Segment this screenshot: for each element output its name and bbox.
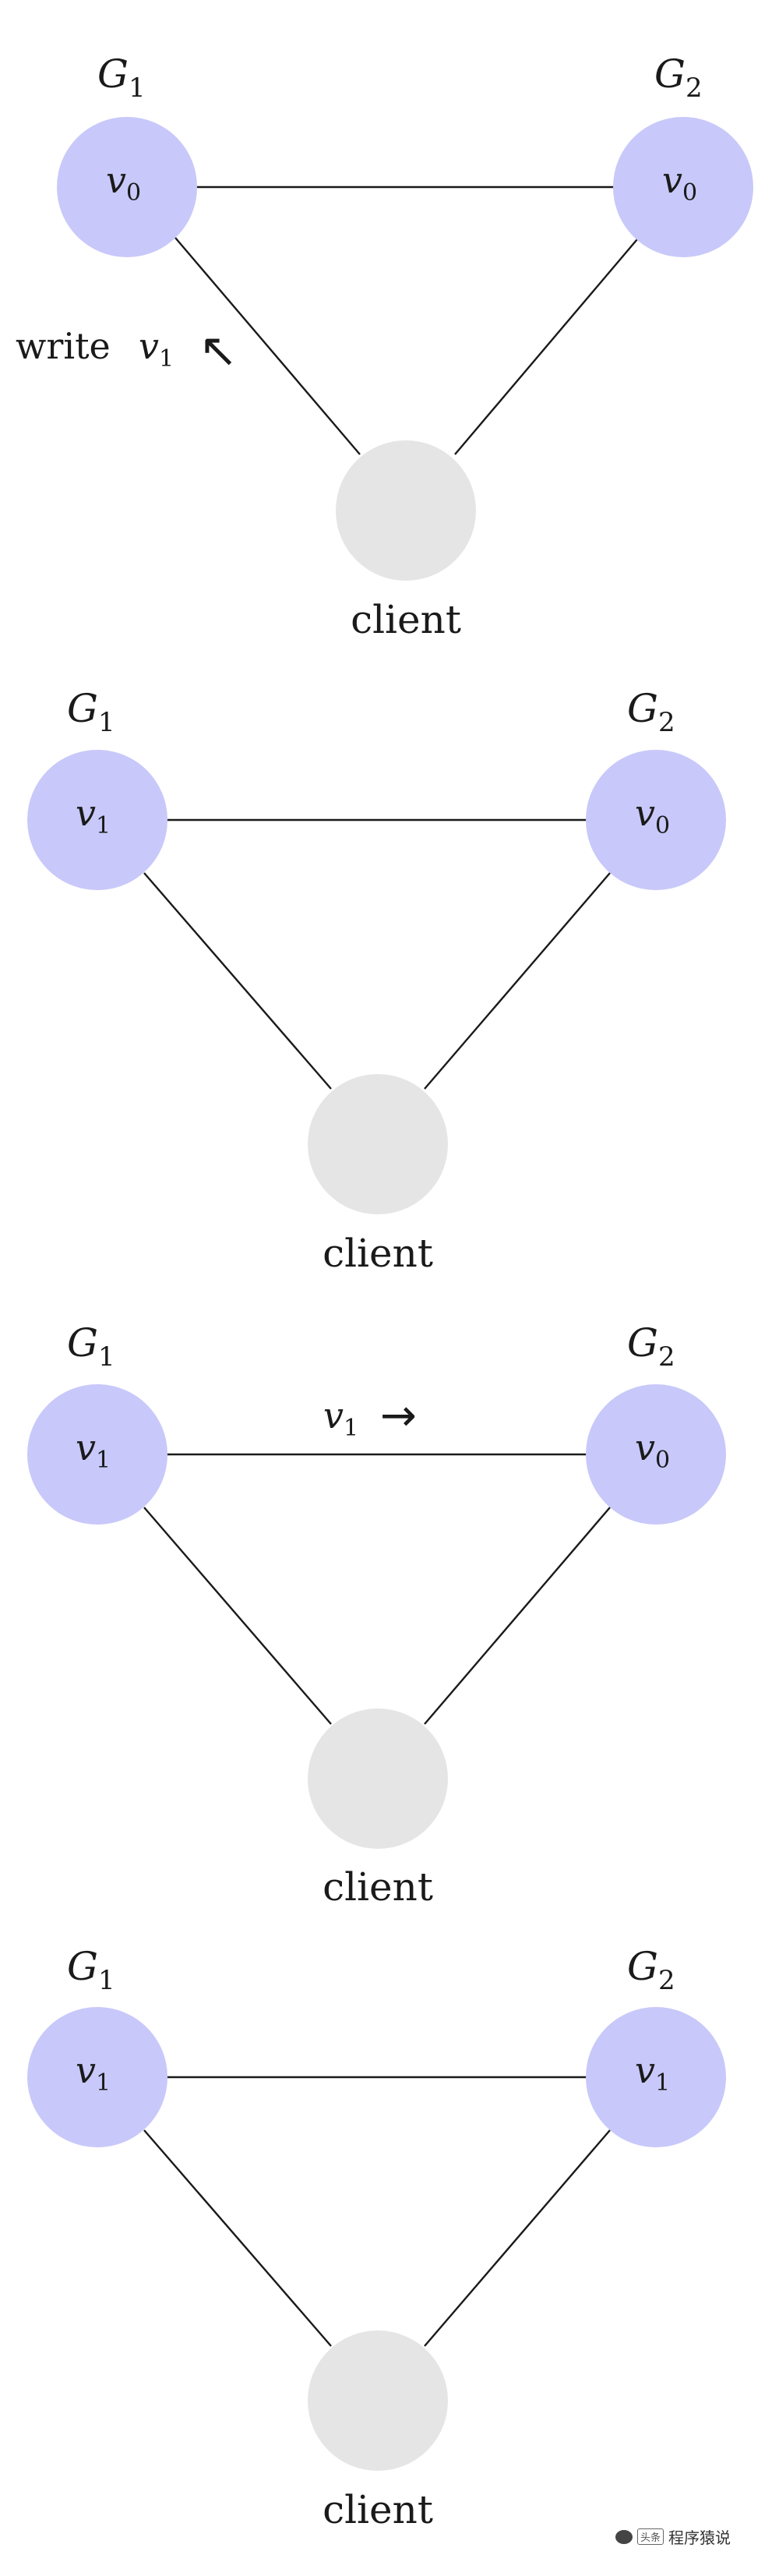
replication-annotation: v1 → xyxy=(323,1390,417,1442)
arrow-right-icon: → xyxy=(380,1390,417,1441)
group-label-g1: G1 xyxy=(67,1320,115,1373)
watermark-logo-icon xyxy=(615,2529,633,2544)
panel-1: G1 G2 v0 v0 client write v1 ↖ xyxy=(16,51,753,642)
client-label: client xyxy=(323,1231,433,1276)
client-label: client xyxy=(351,597,461,642)
edge-g2-client xyxy=(454,239,638,455)
client-node xyxy=(308,1074,448,1214)
edge-g1-client xyxy=(143,1507,332,1725)
server-node-g1 xyxy=(27,2007,167,2147)
panel-2: G1 G2 v1 v0 client xyxy=(27,686,726,1276)
client-node xyxy=(308,1708,448,1849)
value-label-g2: v1 xyxy=(635,2049,670,2097)
value-label-g2: v0 xyxy=(635,1426,670,1474)
edge-g2-client xyxy=(424,872,611,1090)
value-label-g2: v0 xyxy=(635,792,670,839)
value-label-g1: v1 xyxy=(76,1426,111,1474)
client-node xyxy=(308,2330,448,2471)
write-arrow-icon: ↖ xyxy=(199,323,238,378)
group-label-g2: G2 xyxy=(627,1944,675,1996)
group-label-g1: G1 xyxy=(67,686,115,738)
server-node-g2 xyxy=(586,750,726,890)
write-annotation: write v1 ↖ xyxy=(16,323,238,378)
edge-g2-client xyxy=(424,1507,611,1725)
write-variable: v1 xyxy=(139,325,174,373)
value-label-g1: v1 xyxy=(76,792,111,839)
server-node-g1 xyxy=(27,1384,167,1525)
client-label: client xyxy=(323,2487,433,2532)
watermark: 头条 程序猿说 xyxy=(615,2525,731,2548)
group-label-g2: G2 xyxy=(627,686,675,738)
server-node-g1 xyxy=(27,750,167,890)
watermark-text: 程序猿说 xyxy=(668,2528,731,2547)
panel-4: G1 G2 v1 v1 client xyxy=(27,1944,726,2532)
group-label-g2: G2 xyxy=(654,51,703,104)
value-label-g2: v0 xyxy=(662,159,697,207)
edge-g1-client xyxy=(143,872,332,1090)
server-node-g1 xyxy=(57,117,197,257)
write-label: write xyxy=(16,325,111,367)
panel-3: G1 G2 v1 v0 client v1 → xyxy=(27,1320,726,1910)
group-label-g1: G1 xyxy=(67,1944,115,1996)
edge-g2-client xyxy=(424,2129,611,2347)
client-label: client xyxy=(323,1864,433,1910)
server-node-g2 xyxy=(586,2007,726,2147)
group-label-g2: G2 xyxy=(627,1320,675,1373)
edge-g1-client xyxy=(143,2129,332,2347)
value-label-g1: v0 xyxy=(106,159,141,207)
replicated-variable: v1 xyxy=(323,1394,358,1442)
server-node-g2 xyxy=(586,1384,726,1525)
edge-g1-client xyxy=(174,237,361,455)
group-label-g1: G1 xyxy=(97,51,146,104)
watermark-badge: 头条 xyxy=(637,2528,664,2545)
server-node-g2 xyxy=(613,117,753,257)
value-label-g1: v1 xyxy=(76,2049,111,2097)
client-node xyxy=(336,440,476,581)
